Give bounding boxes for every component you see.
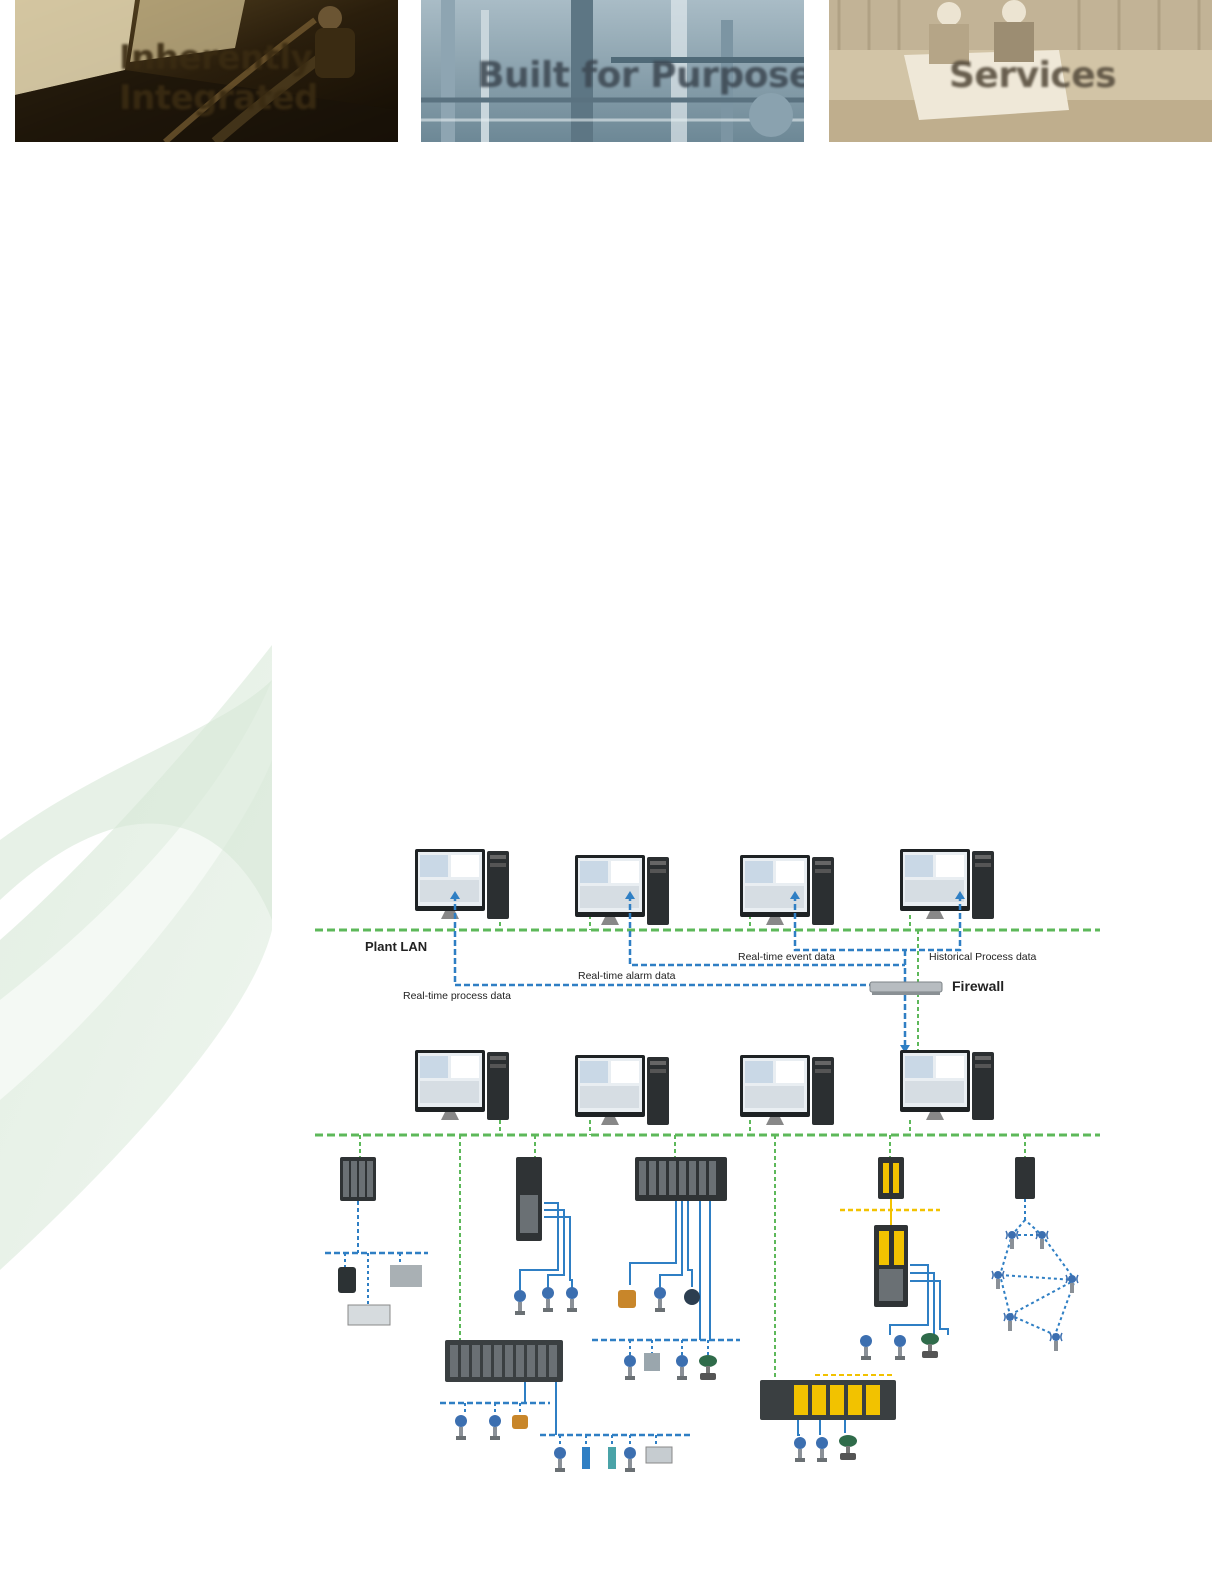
historical-data-label: Historical Process data bbox=[929, 951, 1037, 963]
wireless-device-icon bbox=[1050, 1333, 1062, 1351]
transmitter-icon bbox=[794, 1437, 806, 1462]
valve-positioner-icon bbox=[618, 1290, 636, 1308]
transmitter-icon bbox=[676, 1355, 688, 1380]
transmitter-icon bbox=[816, 1437, 828, 1462]
transmitter-icon bbox=[554, 1447, 566, 1472]
workstation-icon bbox=[740, 855, 834, 925]
transmitter-icon bbox=[608, 1447, 616, 1469]
system-architecture-diagram: Plant LAN Real-time event data Historica… bbox=[300, 835, 1110, 1495]
banner-built-for-purpose: Built for Purpose bbox=[421, 0, 804, 142]
workstation-icon bbox=[900, 1050, 994, 1120]
transmitter-icon bbox=[455, 1415, 467, 1440]
alarm-data-label: Real-time alarm data bbox=[578, 970, 676, 982]
workstation-icon bbox=[415, 1050, 509, 1120]
banner-title: Built for Purpose bbox=[477, 55, 804, 96]
workstation-icon bbox=[740, 1055, 834, 1125]
workstation-icon bbox=[415, 849, 509, 919]
transmitter-icon bbox=[582, 1447, 590, 1469]
control-valve-icon bbox=[699, 1355, 717, 1380]
banner-title: Services bbox=[949, 55, 1116, 96]
workstation-icon bbox=[575, 1055, 669, 1125]
handheld-communicator-icon bbox=[338, 1267, 356, 1293]
transmitter-icon bbox=[654, 1287, 666, 1312]
banner-services: Services bbox=[829, 0, 1212, 142]
control-valve-icon bbox=[839, 1435, 857, 1460]
transmitter-icon bbox=[860, 1335, 872, 1360]
transmitter-icon bbox=[566, 1287, 578, 1312]
valve-positioner-icon bbox=[512, 1415, 528, 1429]
analyzer-icon bbox=[646, 1447, 672, 1463]
banner-inherently-integrated: Inherently Integrated bbox=[15, 0, 398, 142]
motor-icon bbox=[684, 1289, 700, 1305]
process-data-label: Real-time process data bbox=[403, 990, 511, 1002]
firewall-appliance-icon bbox=[870, 982, 942, 995]
safety-system-icon bbox=[878, 1157, 904, 1199]
event-data-label: Real-time event data bbox=[738, 951, 835, 963]
workstation-icon bbox=[900, 849, 994, 919]
wireless-device-icon bbox=[1004, 1313, 1016, 1331]
transmitter-icon bbox=[624, 1447, 636, 1472]
controller-rack-icon bbox=[340, 1157, 376, 1201]
banner-title: Inherently Integrated bbox=[119, 38, 318, 118]
analyzer-icon bbox=[644, 1353, 660, 1371]
control-valve-icon bbox=[921, 1333, 939, 1358]
transmitter-icon bbox=[542, 1287, 554, 1312]
io-module-icon bbox=[348, 1305, 390, 1325]
plant-lan-label: Plant LAN bbox=[365, 939, 427, 954]
io-module-icon bbox=[390, 1265, 422, 1287]
transmitter-icon bbox=[894, 1335, 906, 1360]
firewall-label: Firewall bbox=[952, 978, 1004, 994]
wireless-device-icon bbox=[1066, 1275, 1078, 1293]
workstation-icon bbox=[575, 855, 669, 925]
transmitter-icon bbox=[514, 1290, 526, 1315]
transmitter-icon bbox=[624, 1355, 636, 1380]
decorative-swoosh bbox=[0, 640, 280, 1280]
wireless-gateway-icon bbox=[1015, 1157, 1035, 1199]
transmitter-icon bbox=[489, 1415, 501, 1440]
